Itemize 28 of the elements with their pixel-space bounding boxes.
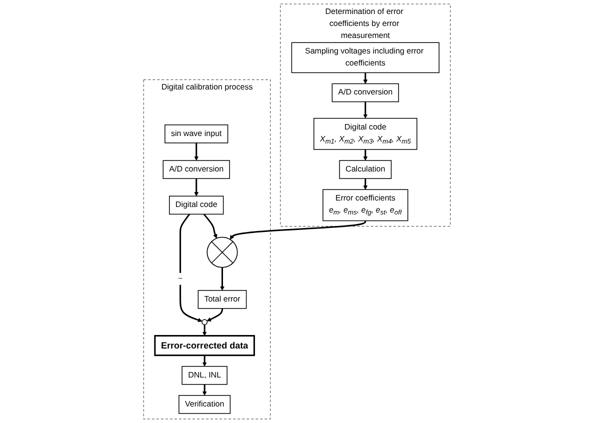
node-circle	[202, 319, 208, 326]
arrow	[202, 324, 207, 336]
arrow	[220, 267, 224, 291]
node-box: Error coefficients e$_{m}$, e$_{ms}$, e$_{fg}$, e$_{st}$, e$_{off}$	[322, 189, 408, 222]
node-box: Sampling voltages including error coefficients	[291, 42, 440, 74]
node-box: A/D conversion	[162, 160, 230, 179]
edge-label: −	[178, 274, 183, 283]
arrow	[363, 149, 368, 161]
arrow	[363, 178, 368, 190]
node-box: Verification	[178, 395, 231, 414]
arrow	[230, 220, 366, 240]
node-box: DNL, INL	[182, 366, 228, 385]
node-box: Calculation	[339, 160, 392, 179]
arrow	[180, 214, 202, 322]
node-box: Digital code	[169, 196, 224, 215]
arrow	[202, 355, 207, 367]
arrow	[206, 308, 223, 322]
arrow	[194, 178, 199, 196]
node-box: sin wave input	[164, 124, 228, 144]
node-box: Total error	[198, 290, 247, 309]
node-box: Error-corrected data	[154, 335, 255, 356]
arrow	[363, 72, 368, 84]
node-box: Digital code X$_{m1}$, X$_{m2}$, X$_{m3}$, X$_{m4}$, X$_{m5}$	[314, 118, 418, 150]
arrow	[203, 214, 218, 239]
arrow	[194, 142, 199, 161]
arrow	[363, 102, 368, 118]
arrow	[202, 384, 207, 396]
node-box: A/D conversion	[332, 83, 399, 102]
